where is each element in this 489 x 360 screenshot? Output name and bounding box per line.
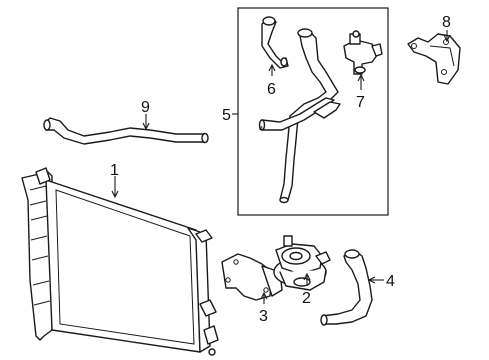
y-hose: a xyxy=(258,28,341,204)
water-pump-part-2 xyxy=(273,235,331,291)
hose-upper xyxy=(43,117,209,145)
callout-1: 1 xyxy=(110,162,119,179)
callout-5: 5 xyxy=(222,107,231,124)
callout-2: 2 xyxy=(302,290,311,307)
callout-6: 6 xyxy=(267,81,276,98)
hose-part-6 xyxy=(261,16,289,69)
hose-part-4 xyxy=(320,249,373,326)
connector-part-7 xyxy=(343,30,383,75)
bracket-part-3 xyxy=(221,253,283,301)
callout-leaders xyxy=(111,30,451,304)
callout-7: 7 xyxy=(356,94,365,111)
callout-4: 4 xyxy=(386,273,395,290)
radiator xyxy=(21,167,219,356)
assembly-box xyxy=(237,7,389,216)
svg-text:a: a xyxy=(259,125,263,132)
callout-9: 9 xyxy=(141,99,150,116)
bracket-part-8 xyxy=(407,33,461,85)
callout-8: 8 xyxy=(442,14,451,31)
callout-3: 3 xyxy=(259,308,268,325)
